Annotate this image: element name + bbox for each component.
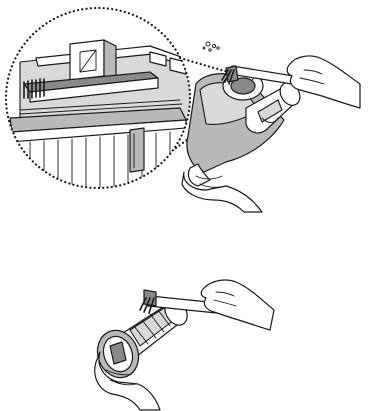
- right-hand-top: [286, 55, 361, 109]
- left-hand-bottom: [94, 351, 161, 411]
- magnifier-outline: [4, 6, 192, 190]
- left-hand-top: [181, 171, 263, 213]
- filter-pleats: [29, 131, 171, 188]
- right-hand-bottom: [200, 279, 275, 331]
- top-panel: [4, 6, 361, 213]
- detail-contents: [9, 39, 190, 188]
- detail-magnifier: [4, 6, 230, 190]
- cyclone-filter-unit: [186, 41, 307, 187]
- callout-line-upper: [178, 56, 230, 74]
- cylinder-filter: [96, 298, 188, 379]
- brush-bristles: [23, 78, 45, 99]
- bottom-panel: [94, 279, 275, 411]
- dust-particles: [202, 41, 220, 52]
